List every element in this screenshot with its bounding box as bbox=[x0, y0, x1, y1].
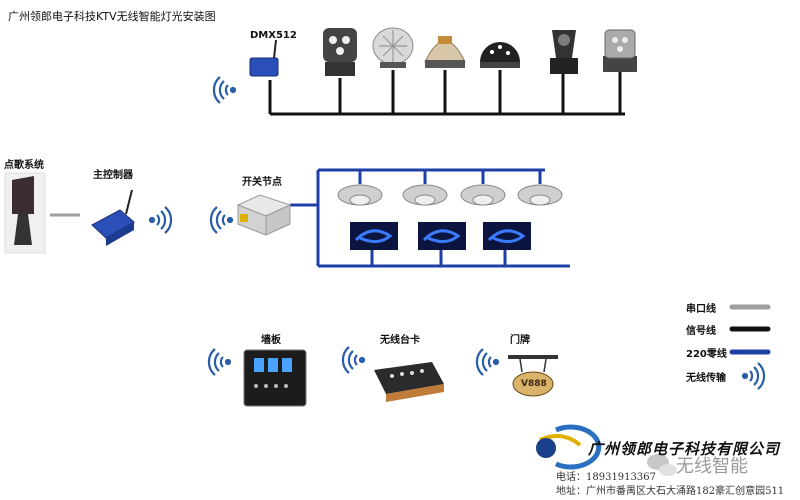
legend-neutral-line: 220零线 bbox=[686, 349, 727, 360]
company-address: 地址：广州市番禺区大石大涌路182豪汇创意园511 bbox=[556, 486, 785, 497]
company-logo-icon bbox=[536, 424, 602, 470]
door-plate-icon bbox=[508, 355, 558, 397]
legend-wireless: 无线传输 bbox=[686, 373, 726, 384]
switch-node-icon bbox=[236, 194, 292, 236]
wireless-table-card-wave-icon bbox=[341, 346, 366, 374]
legend-samples bbox=[729, 304, 771, 390]
dmx512-device-icon bbox=[249, 39, 279, 77]
signal-bus-top bbox=[268, 70, 625, 116]
gobo-light-icon bbox=[424, 36, 466, 68]
wireless-card-label: 无线台卡 bbox=[380, 335, 420, 346]
karaoke-system-label: 点歌系统 bbox=[4, 160, 44, 171]
wechat-watermark: 无线智能 bbox=[676, 456, 748, 477]
effect-light-icon bbox=[372, 27, 414, 68]
wireless-table-card-icon bbox=[374, 362, 444, 402]
moving-head-light-2-icon bbox=[550, 30, 578, 74]
wireless-door-plate-icon bbox=[475, 348, 500, 376]
crystal-ball-light-icon bbox=[480, 42, 520, 68]
diagram-title: 广州领郎电子科技KTV无线智能灯光安装图 bbox=[8, 10, 216, 23]
led-par-light-icon bbox=[603, 29, 637, 72]
switch-node-label: 开关节点 bbox=[242, 177, 282, 188]
legend-signal-line: 信号线 bbox=[686, 326, 716, 337]
wireless-icons bbox=[148, 76, 500, 376]
karaoke-terminal-icon bbox=[4, 172, 46, 254]
led-strip-icons bbox=[350, 222, 531, 250]
legend-wireless-icon bbox=[741, 362, 766, 390]
main-controller-icon bbox=[91, 189, 135, 246]
door-plate-number: V888 bbox=[521, 379, 547, 389]
moving-head-light-icon bbox=[323, 28, 357, 76]
wireless-controller-icon bbox=[148, 206, 173, 234]
wall-panel-icon bbox=[243, 349, 307, 407]
dmx512-label: DMX512 bbox=[250, 30, 297, 41]
wall-panel-label: 墙板 bbox=[261, 335, 281, 346]
main-controller-label: 主控制器 bbox=[93, 170, 133, 181]
neutral-bus bbox=[290, 168, 570, 268]
wireless-dmx-icon bbox=[212, 76, 237, 104]
wireless-switch-node-icon bbox=[209, 206, 234, 234]
company-name: 广州领郎电子科技有限公司 bbox=[588, 440, 781, 458]
wireless-wall-panel-icon bbox=[207, 348, 232, 376]
door-plate-label: 门牌 bbox=[510, 335, 530, 346]
wechat-icon bbox=[647, 454, 677, 476]
downlight-icons bbox=[337, 184, 563, 206]
legend-serial-line: 串口线 bbox=[686, 304, 716, 315]
company-phone: 电话：18931913367 bbox=[556, 472, 656, 483]
